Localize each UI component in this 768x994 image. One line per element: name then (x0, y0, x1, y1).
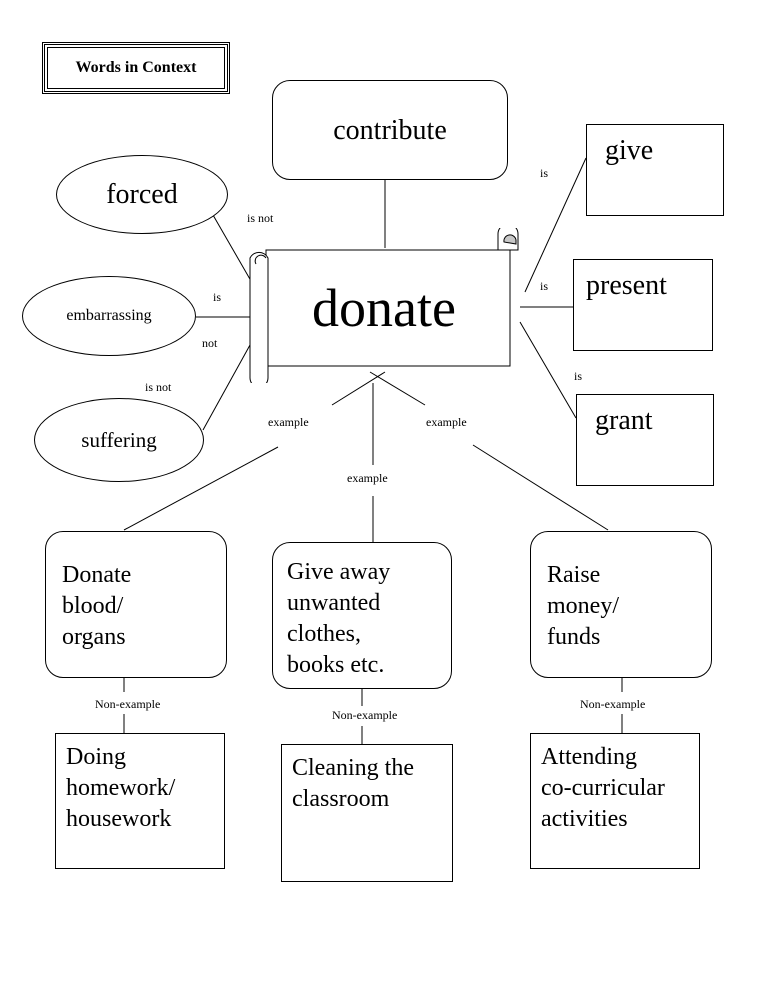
synonym-contribute-box: contribute (272, 80, 508, 180)
relation-label-embarrassing-is: is (213, 290, 222, 304)
synonym-present-text: present (586, 270, 667, 301)
relation-label-suffering: is not (145, 380, 172, 394)
synonym-give-text: give (605, 135, 654, 166)
page-title: Words in Context (42, 42, 230, 94)
non-example-box-1: Doing homework/ housework (55, 733, 225, 869)
example-text-1: Donate blood/ organs (62, 562, 132, 650)
example-label-right: example (426, 415, 467, 429)
antonym-embarrassing-ellipse: embarrassing (22, 276, 196, 356)
synonym-present-box: present (573, 259, 713, 351)
non-example-text-2: Cleaning the classroom (292, 755, 414, 812)
antonym-forced-ellipse: forced (56, 155, 228, 234)
central-word-scroll: donate (248, 228, 522, 383)
non-example-label-3: Non-example (580, 697, 646, 711)
relation-label-present: is (540, 279, 549, 293)
antonym-suffering-text: suffering (81, 427, 157, 452)
example-box-3: Raise money/ funds (530, 531, 712, 678)
relation-label-embarrassing-not: not (202, 336, 218, 350)
antonym-forced-text: forced (106, 178, 178, 210)
synonym-grant-text: grant (595, 405, 653, 436)
example-text-2: Give away unwanted clothes, books etc. (287, 559, 391, 678)
antonym-suffering-ellipse: suffering (34, 398, 204, 482)
example-text-3: Raise money/ funds (547, 562, 619, 650)
non-example-text-1: Doing homework/ housework (66, 744, 176, 832)
antonym-embarrassing-text: embarrassing (66, 307, 152, 324)
non-example-box-3: Attending co-curricular activities (530, 733, 700, 869)
relation-label-forced: is not (247, 211, 274, 225)
synonym-grant-box: grant (576, 394, 714, 486)
example-label-middle: example (347, 471, 388, 485)
non-example-box-2: Cleaning the classroom (281, 744, 453, 882)
scroll-shape (249, 228, 519, 383)
relation-label-give: is (540, 166, 549, 180)
synonym-give-box: give (586, 124, 724, 216)
non-example-text-3: Attending co-curricular activities (541, 744, 665, 832)
central-word-text: donate (312, 278, 456, 338)
relation-label-grant: is (574, 369, 583, 383)
example-label-left: example (268, 415, 309, 429)
non-example-label-1: Non-example (95, 697, 161, 711)
synonym-contribute-text: contribute (333, 115, 447, 146)
example-box-1: Donate blood/ organs (45, 531, 227, 678)
example-box-2: Give away unwanted clothes, books etc. (272, 542, 452, 689)
non-example-label-2: Non-example (332, 708, 398, 722)
